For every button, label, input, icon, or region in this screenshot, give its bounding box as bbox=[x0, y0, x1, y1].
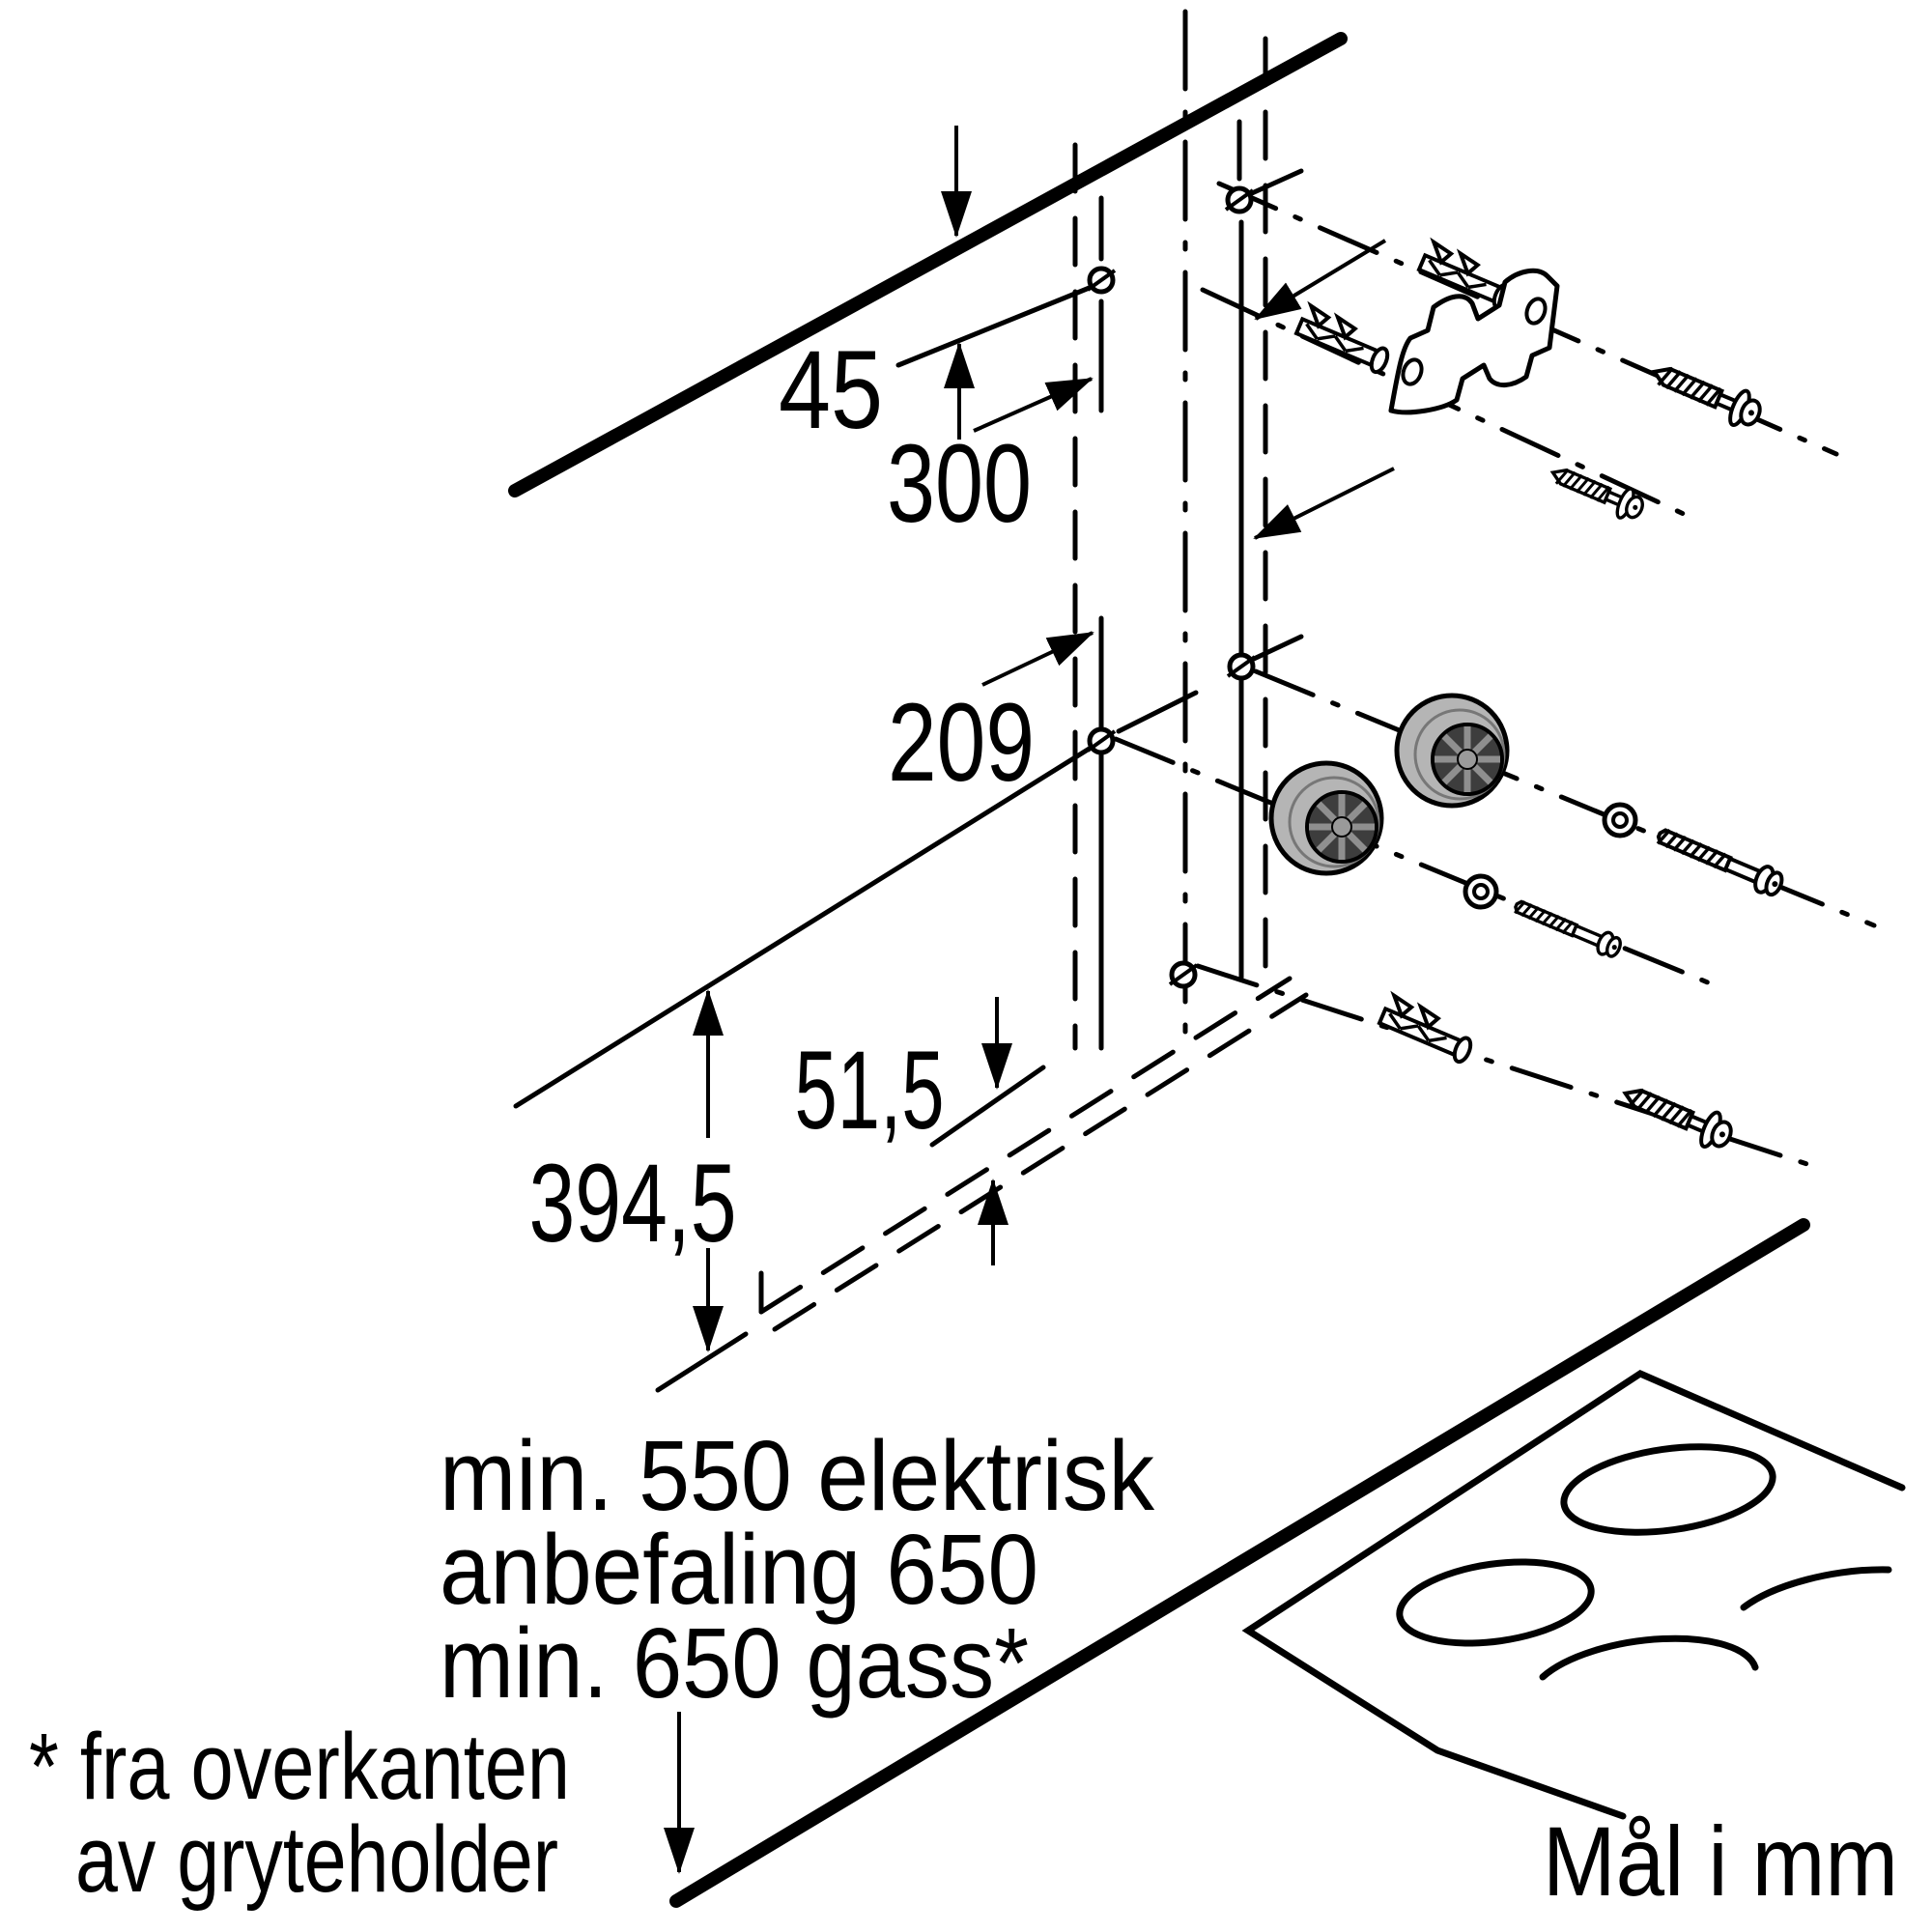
footnote-line-1: * fra overkanten bbox=[29, 1714, 570, 1819]
dim-label-51-5: 51,5 bbox=[795, 1029, 945, 1152]
hole-row-tick-1 bbox=[1249, 168, 1304, 196]
cooktop-burner bbox=[1396, 1558, 1595, 1647]
screw-icon bbox=[1545, 456, 1650, 526]
canopy-hidden-edge-dashed-1 bbox=[758, 976, 1293, 1315]
hole-row-tick-3 bbox=[1251, 634, 1304, 662]
canopy-bottom-corner-line bbox=[655, 1331, 749, 1393]
canopy-front-edge-line bbox=[929, 1065, 1046, 1148]
clearance-line-3: min. 650 gass* bbox=[440, 1607, 1029, 1719]
footnote: * fra overkanten av gryteholder bbox=[29, 1714, 570, 1912]
chimney-guide-lines bbox=[895, 9, 1304, 1056]
dim-label-394-5: 394,5 bbox=[529, 1142, 737, 1265]
cooktop-sketch bbox=[1241, 1370, 1906, 1820]
wall-plug-icon bbox=[1378, 995, 1478, 1065]
wall-edges bbox=[508, 32, 1810, 1908]
bracket-hole-row-line bbox=[895, 282, 1099, 368]
cooktop-burner-arc bbox=[1740, 1566, 1892, 1611]
hanger-bolt-icon bbox=[1510, 893, 1626, 962]
cooktop-burner bbox=[1560, 1443, 1776, 1536]
washer-icon bbox=[1465, 876, 1496, 907]
drill-hole-marker bbox=[1170, 963, 1197, 986]
axis-spacer-front-line bbox=[1113, 736, 1722, 990]
drill-hole-marker bbox=[1088, 269, 1115, 292]
drill-hole-marker bbox=[1228, 655, 1255, 678]
wall-top-edge-line bbox=[508, 32, 1348, 497]
units-label: Mål i mm bbox=[1543, 1806, 1898, 1917]
drill-hole-marker bbox=[1088, 729, 1115, 753]
mounting-bracket-icon bbox=[1388, 268, 1560, 415]
screw-icon bbox=[1618, 1076, 1737, 1154]
spacer-icon bbox=[1271, 763, 1381, 873]
dim-300-left-arrow bbox=[973, 377, 1094, 433]
dim-300-right-arrow bbox=[1254, 239, 1387, 321]
washer-icon bbox=[1605, 805, 1635, 836]
clearance-note: min. 550 elektrisk anbefaling 650 min. 6… bbox=[440, 1420, 1154, 1719]
clearance-line-1: min. 550 elektrisk bbox=[440, 1420, 1154, 1531]
mounting-hardware bbox=[1271, 242, 1785, 1154]
dimension-labels: 45 300 209 51,5 394,5 bbox=[529, 328, 1036, 1265]
dim-label-209: 209 bbox=[888, 681, 1035, 805]
dim-label-300: 300 bbox=[887, 422, 1032, 546]
wall-bottom-edge-line bbox=[669, 1218, 1810, 1908]
canopy-top-edge-line bbox=[513, 737, 1106, 1109]
drill-holes bbox=[1088, 188, 1255, 986]
cooktop-outline bbox=[1241, 1370, 1906, 1820]
wall-plug-icon bbox=[1294, 305, 1395, 375]
hanger-bolt-icon bbox=[1654, 822, 1785, 898]
dim-209-left-arrow bbox=[981, 631, 1094, 687]
hole-row-tick-2 bbox=[1116, 690, 1199, 734]
dim-209-right-arrow bbox=[1253, 467, 1395, 540]
drill-hole-marker bbox=[1226, 188, 1253, 212]
canopy-hidden-edge-dashed-2 bbox=[772, 992, 1309, 1332]
spacer-icon bbox=[1397, 696, 1507, 806]
dim-label-45: 45 bbox=[779, 328, 883, 452]
footnote-line-2: av gryteholder bbox=[75, 1806, 558, 1912]
clearance-line-2: anbefaling 650 bbox=[440, 1514, 1038, 1625]
cooktop-burner-arc bbox=[1539, 1634, 1759, 1681]
screw-icon bbox=[1647, 355, 1766, 433]
dimension-arrows bbox=[664, 126, 1395, 1874]
canopy-edges bbox=[513, 737, 1309, 1393]
